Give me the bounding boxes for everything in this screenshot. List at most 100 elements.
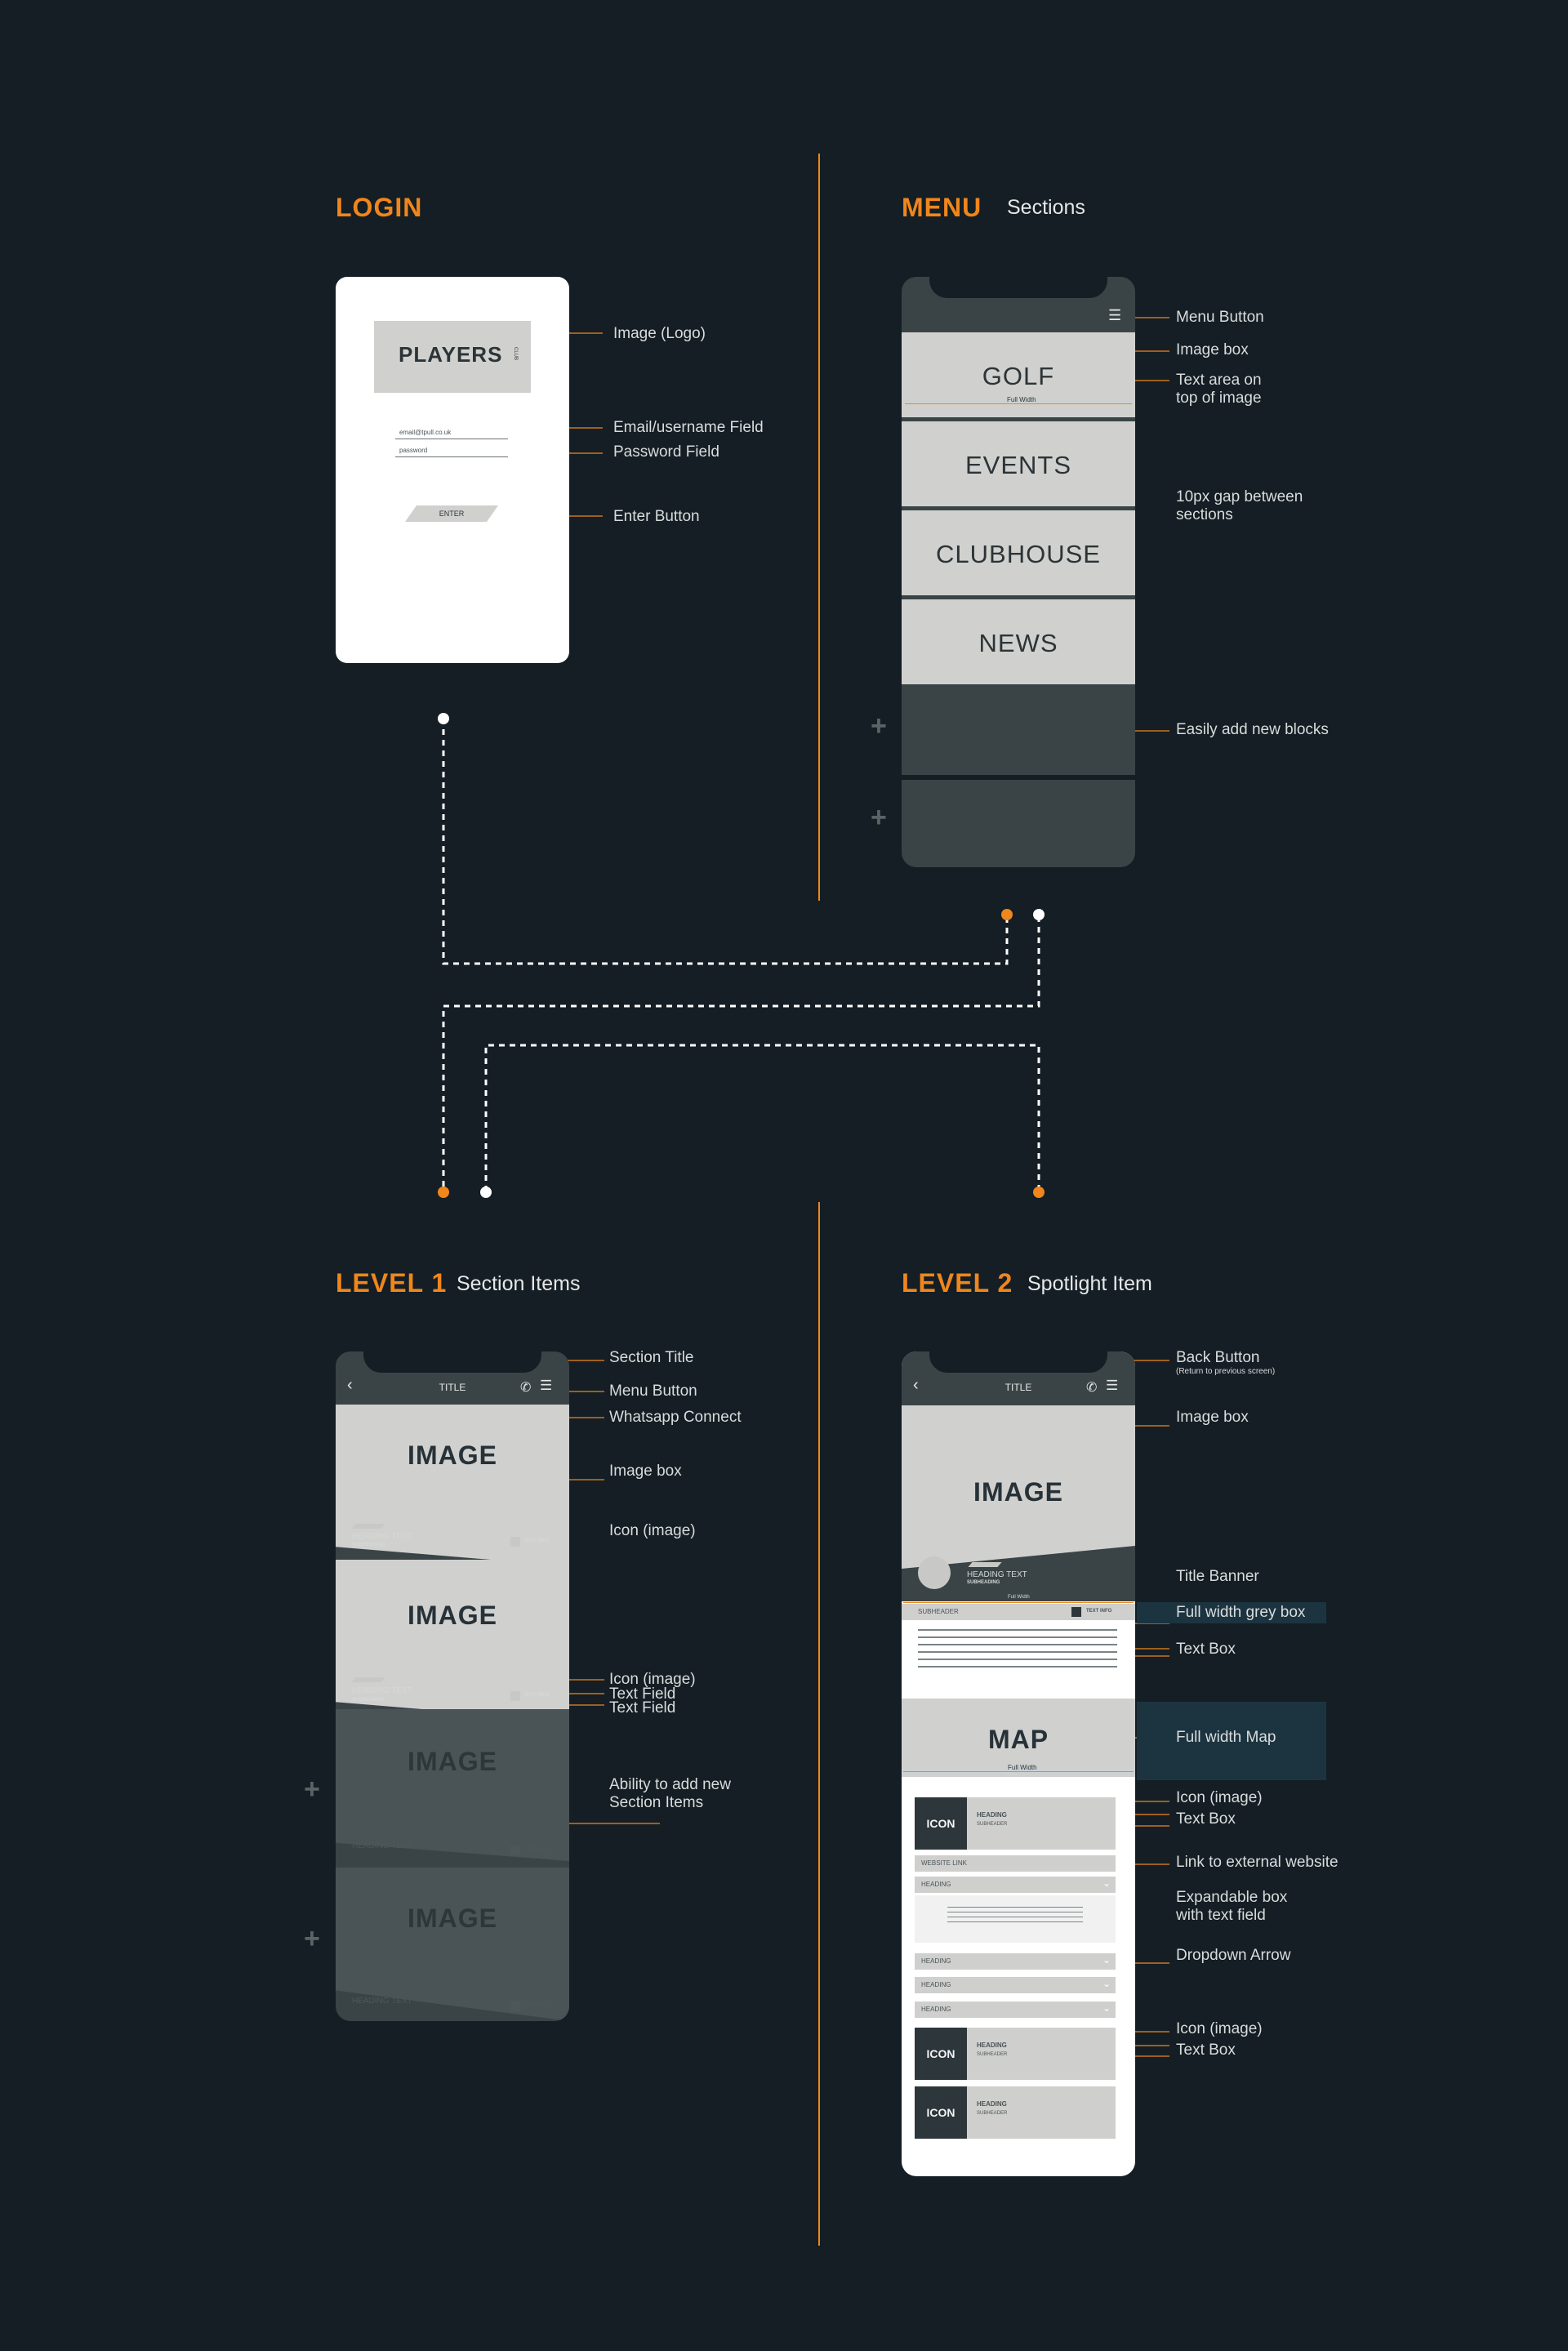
icon-image: ICON: [915, 2086, 967, 2139]
anno-enter: Enter Button: [613, 508, 700, 525]
anno-icon-2: Icon (image): [1176, 2020, 1263, 2037]
menu-section-title: MENU: [902, 193, 982, 222]
website-link[interactable]: WEBSITE LINK: [915, 1855, 1116, 1872]
email-field[interactable]: email@tpull.co.uk: [395, 427, 508, 439]
chevron-down-icon[interactable]: ⌄: [1102, 2002, 1111, 2014]
login-section-title: LOGIN: [336, 193, 423, 222]
image-label: IMAGE: [408, 1601, 497, 1630]
anno-image-box: Image box: [1176, 1409, 1249, 1426]
phone-notch: [929, 277, 1107, 298]
password-field[interactable]: password: [395, 445, 508, 457]
phone-notch: [363, 1351, 541, 1373]
subheader-label: SUBHEADER: [977, 2052, 1008, 2057]
new-section-item[interactable]: IMAGE: [336, 1709, 569, 1861]
image-label: IMAGE: [973, 1477, 1063, 1507]
text-info: TEXT INFO: [1086, 1609, 1112, 1614]
full-width-label: Full Width: [1008, 1764, 1037, 1771]
logo-text: PLAYERS: [399, 342, 503, 367]
full-width-grey-box: SUBHEADER TEXT INFO: [902, 1604, 1135, 1620]
subheading: SUBHEADING: [967, 1580, 1000, 1585]
subheading: SUBHEADING: [352, 1698, 385, 1703]
text-info: TEXT INFO: [523, 1847, 550, 1852]
add-block-icon[interactable]: +: [871, 710, 887, 741]
anno-text-box-3: Text Box: [1176, 2042, 1236, 2059]
menu-block-news[interactable]: NEWS: [902, 599, 1135, 684]
text-info-icon: [510, 1691, 520, 1701]
section-item-image[interactable]: IMAGE: [336, 1560, 569, 1721]
menu-section-subtitle: Sections: [1007, 196, 1085, 219]
dropdown-row[interactable]: HEADING ⌄: [915, 2001, 1116, 2018]
anno-text-box-2: Text Box: [1176, 1810, 1236, 1828]
add-block-icon[interactable]: +: [871, 802, 887, 833]
anno-section-title: Section Title: [609, 1349, 694, 1366]
map-label: MAP: [987, 1725, 1049, 1754]
hamburger-icon[interactable]: ☰: [1106, 1378, 1119, 1393]
dropdown-row[interactable]: HEADING ⌄: [915, 1977, 1116, 1993]
expandable-header[interactable]: HEADING ⌄: [915, 1877, 1116, 1893]
anno-image-box: Image box: [609, 1463, 682, 1480]
map-highlight: [1137, 1702, 1326, 1780]
anno-text-field: Text Field: [609, 1685, 676, 1703]
anno-text-field-2: Text Field: [609, 1699, 676, 1716]
icon-image: [351, 1677, 385, 1682]
phone-notch: [929, 1351, 1107, 1373]
level1-phone: ‹ TITLE ✆ ☰ IMAGE HEADING TEXT SUBHEADIN…: [336, 1351, 569, 2021]
menu-block-label: NEWS: [978, 629, 1058, 657]
anno-logo: Image (Logo): [613, 325, 706, 342]
icon-image: ICON: [915, 2028, 967, 2080]
anno-menu-button: Menu Button: [1176, 309, 1264, 326]
hamburger-icon[interactable]: ☰: [540, 1378, 553, 1393]
subheader-label: SUBHEADER: [977, 2111, 1008, 2116]
dropdown-row[interactable]: HEADING ⌄: [915, 1953, 1116, 1970]
icon-image: [351, 1524, 385, 1529]
password-placeholder: password: [399, 447, 428, 454]
anno-icon-2: Icon (image): [609, 1671, 696, 1688]
full-width-line: [905, 403, 1132, 404]
anno-icon: Icon (image): [1176, 1789, 1263, 1806]
add-item-icon[interactable]: +: [304, 1774, 320, 1805]
website-link-label: WEBSITE LINK: [921, 1859, 968, 1867]
anno-password: Password Field: [613, 443, 719, 461]
hamburger-icon[interactable]: ☰: [1108, 307, 1122, 323]
logo-side-text: CLUB: [513, 347, 518, 361]
anno-email: Email/username Field: [613, 419, 764, 436]
section-item-image[interactable]: IMAGE: [336, 1405, 569, 1566]
image-label: IMAGE: [408, 1747, 497, 1776]
full-width-label: Full Width: [1007, 396, 1036, 403]
subheading: SUBHEADING: [352, 1543, 385, 1547]
heading-label: HEADING: [921, 1957, 951, 1965]
add-item-icon[interactable]: +: [304, 1923, 320, 1954]
anno-add-blocks: Easily add new blocks: [1176, 721, 1329, 738]
anno-map: Full width Map: [1176, 1729, 1276, 1746]
chevron-down-icon[interactable]: ⌄: [1102, 1954, 1111, 1966]
menu-block-label: EVENTS: [964, 451, 1072, 479]
subheader-label: SUBHEADER: [977, 1822, 1008, 1827]
anno-text-area: Text area on top of image: [1176, 372, 1262, 407]
menu-phone: ☰ GOLF Full Width EVENTS CLUBHOUSE NEWS: [902, 277, 1135, 867]
level1-title: TITLE: [439, 1382, 466, 1393]
image-label: IMAGE: [408, 1904, 497, 1933]
whatsapp-icon[interactable]: ✆: [520, 1381, 532, 1395]
text-box: [918, 1629, 1117, 1673]
full-width-line: [903, 1771, 1134, 1772]
enter-button[interactable]: ENTER: [404, 505, 499, 522]
full-width-label: Full Width: [1008, 1595, 1030, 1600]
chevron-down-icon[interactable]: ⌄: [1102, 1978, 1111, 1989]
enter-label: ENTER: [439, 510, 465, 518]
text-info-icon: [510, 1537, 520, 1547]
full-width-map[interactable]: MAP Full Width: [902, 1699, 1135, 1777]
back-icon[interactable]: ‹: [347, 1376, 353, 1394]
level2-phone: ‹ TITLE ✆ ☰ IMAGE HEADING TEXT SUBHEADIN…: [902, 1351, 1135, 2176]
menu-block-events[interactable]: EVENTS: [902, 421, 1135, 506]
anno-menu-button: Menu Button: [609, 1383, 697, 1400]
anno-gap: 10px gap between sections: [1176, 488, 1303, 523]
back-icon[interactable]: ‹: [913, 1376, 919, 1394]
menu-block-clubhouse[interactable]: CLUBHOUSE: [902, 510, 1135, 595]
heading-text: HEADING TEXT: [352, 1532, 412, 1541]
whatsapp-icon[interactable]: ✆: [1086, 1381, 1098, 1395]
bottom-divider: [818, 1202, 820, 2246]
heading-label: HEADING: [977, 2042, 1007, 2049]
chevron-down-icon[interactable]: ⌄: [1102, 1877, 1111, 1889]
menu-block-golf[interactable]: GOLF Full Width: [902, 332, 1135, 417]
image-label: IMAGE: [408, 1440, 497, 1470]
